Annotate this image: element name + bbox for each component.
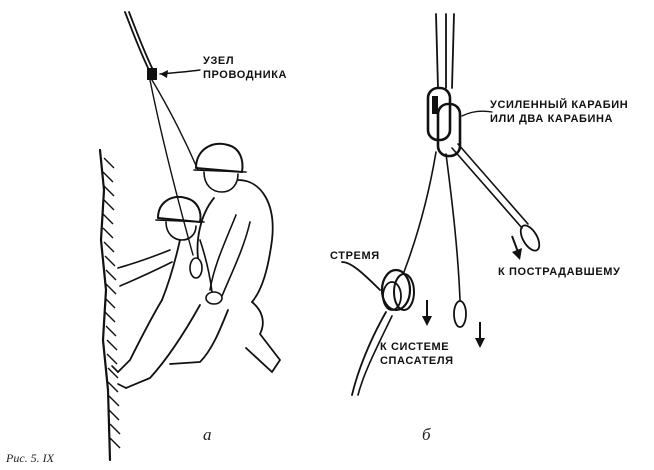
carabiner-group bbox=[428, 88, 460, 156]
figure-caption: Рис. 5. IX bbox=[5, 451, 55, 465]
rescuer-figure bbox=[170, 144, 280, 372]
panel-a: УЗЕЛ ПРОВОДНИКА а bbox=[100, 12, 287, 460]
direction-arrows bbox=[422, 236, 522, 348]
top-ropes bbox=[436, 14, 454, 88]
stirrup-label: СТРЕМЯ bbox=[330, 250, 380, 262]
part-b-label: б bbox=[422, 425, 431, 444]
part-a-label: а bbox=[203, 425, 212, 444]
carabiner-label-line1: УСИЛЕННЫЙ КАРАБИН bbox=[490, 98, 628, 111]
rock-wall bbox=[100, 150, 120, 460]
victim-figure bbox=[112, 197, 212, 388]
rescuer-system-label-line2: СПАСАТЕЛЯ bbox=[380, 355, 454, 367]
guide-knot-mark bbox=[147, 68, 157, 80]
panel-b: УСИЛЕННЫЙ КАРАБИН ИЛИ ДВА КАРАБИНА СТРЕМ… bbox=[330, 14, 628, 444]
to-victim-label: К ПОСТРАДАВШЕМУ bbox=[498, 266, 620, 278]
guide-knot-label-line2: ПРОВОДНИКА bbox=[203, 69, 287, 81]
guide-knot-label-line1: УЗЕЛ bbox=[203, 55, 234, 67]
rescuer-system-label-line1: К СИСТЕМЕ bbox=[380, 341, 449, 353]
carabiner-label-line2: ИЛИ ДВА КАРАБИНА bbox=[490, 113, 613, 125]
stirrup-coil bbox=[342, 262, 414, 395]
rope-strands bbox=[404, 144, 543, 327]
